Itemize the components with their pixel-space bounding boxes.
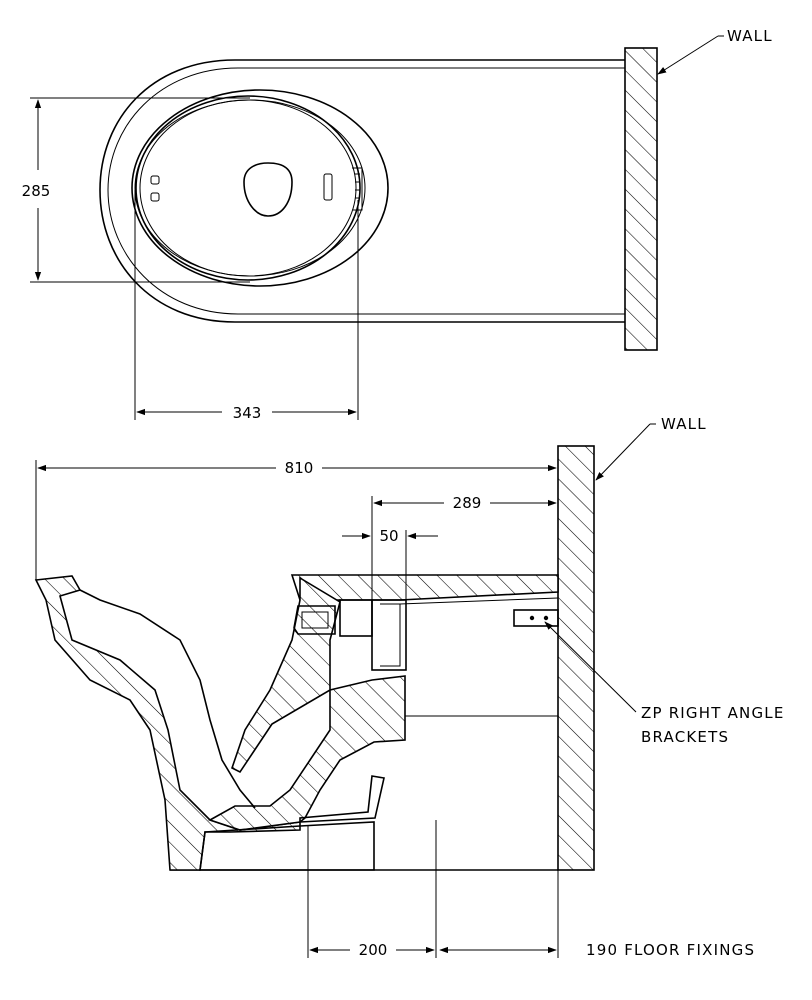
side-flush-inlet xyxy=(293,605,336,635)
side-top-deck xyxy=(290,574,559,601)
dim-190-label: 190 FLOOR FIXINGS xyxy=(586,941,755,959)
side-outlet-spigot-detail xyxy=(380,603,401,667)
zp-right-angle-bracket xyxy=(513,609,559,627)
plan-body-outline xyxy=(99,59,625,323)
side-flush-inlet-inner xyxy=(301,611,329,629)
zp-bracket-hole xyxy=(543,615,549,621)
plan-bowl-inner xyxy=(139,99,357,277)
plan-view: 285 343 WALL xyxy=(22,27,773,422)
plan-wall-leader xyxy=(657,35,719,75)
dim-810-label: 810 xyxy=(285,459,314,477)
bracket-label-line2: BRACKETS xyxy=(641,728,729,746)
plan-dim-343-label: 343 xyxy=(233,404,262,422)
dim-289-label: 289 xyxy=(453,494,482,512)
side-outlet-spigot xyxy=(371,599,407,671)
plan-body-inner-outline xyxy=(107,67,625,315)
side-view: ZP RIGHT ANGLE BRACKETS WALL 810 289 50 … xyxy=(34,415,785,959)
side-base-foot xyxy=(199,821,375,871)
side-void-upper xyxy=(399,597,559,605)
side-wall xyxy=(557,445,595,871)
side-inlet-block xyxy=(339,599,373,637)
bracket-label-line1: ZP RIGHT ANGLE xyxy=(641,704,785,722)
plan-bowl xyxy=(135,95,361,281)
plan-wall-label: WALL xyxy=(727,27,773,45)
plan-rim-slot xyxy=(150,175,160,185)
side-trap-body xyxy=(208,576,406,831)
dim-200-label: 200 xyxy=(359,941,388,959)
plan-flush-inlet xyxy=(323,173,333,201)
bracket-leader xyxy=(544,621,637,713)
plan-trap-opening xyxy=(243,162,293,217)
side-base-step xyxy=(299,775,385,823)
plan-wall xyxy=(624,47,658,351)
plan-rim xyxy=(131,89,389,287)
plan-flush-spreader xyxy=(352,167,363,211)
plan-rim-slot xyxy=(150,192,160,202)
plan-dim-285-label: 285 xyxy=(22,182,51,200)
side-bowl-interior xyxy=(79,589,256,809)
side-wall-label: WALL xyxy=(661,415,707,433)
dim-50-label: 50 xyxy=(379,527,398,545)
side-wall-leader xyxy=(595,423,651,481)
zp-bracket-hole xyxy=(529,615,535,621)
